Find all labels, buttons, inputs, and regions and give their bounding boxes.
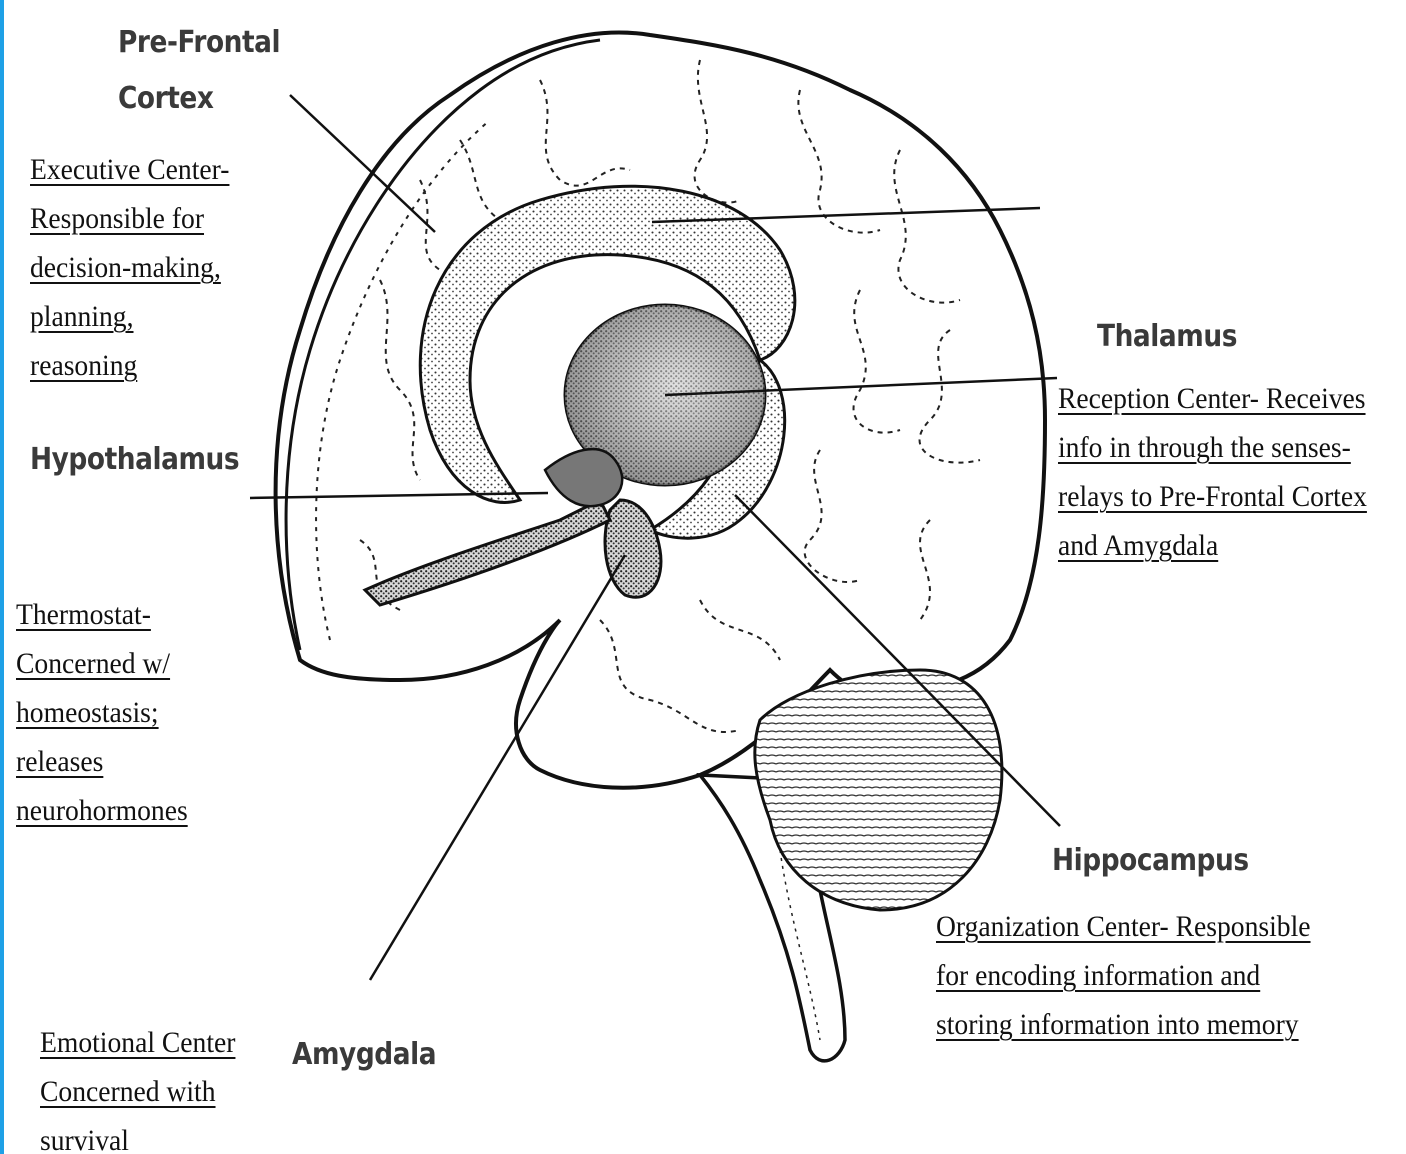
prefrontal-title-line-2: Cortex [118, 84, 213, 114]
amygdala-description: Emotional Center Concerned with survival [40, 1018, 235, 1154]
hypothalamus-desc-line: homeostasis; [16, 688, 188, 737]
prefrontal-title-line-1: Pre-Frontal [118, 28, 280, 58]
thalamus-desc-line: info in through the senses- [1058, 423, 1367, 472]
prefrontal-desc-line: decision-making, [30, 243, 229, 292]
hypothalamus-description: Thermostat- Concerned w/ homeostasis; re… [16, 590, 188, 835]
hypothalamus-desc-line: releases [16, 737, 188, 786]
hippocampus-desc-line: for encoding information and [936, 951, 1311, 1000]
thalamus-title: Thalamus [1097, 322, 1237, 352]
thalamus-desc-line: Reception Center- Receives [1058, 374, 1367, 423]
hypothalamus-title: Hypothalamus [30, 445, 239, 475]
thalamus-description: Reception Center- Receives info in throu… [1058, 374, 1367, 570]
hypothalamus-desc-line: neurohormones [16, 786, 188, 835]
prefrontal-desc-line: Responsible for [30, 194, 229, 243]
amygdala-title: Amygdala [292, 1040, 436, 1070]
hypothalamus-desc-line: Concerned w/ [16, 639, 188, 688]
hippocampus-description: Organization Center- Responsible for enc… [936, 902, 1311, 1049]
hippocampus-title: Hippocampus [1052, 846, 1249, 876]
prefrontal-description: Executive Center- Responsible for decisi… [30, 145, 229, 390]
hypothalamus-desc-line: Thermostat- [16, 590, 188, 639]
thalamus-desc-line: and Amygdala [1058, 521, 1367, 570]
amygdala-desc-line: Emotional Center [40, 1018, 235, 1067]
hippocampus-desc-line: storing information into memory [936, 1000, 1311, 1049]
amygdala-desc-line: Concerned with [40, 1067, 235, 1116]
prefrontal-desc-line: Executive Center- [30, 145, 229, 194]
prefrontal-desc-line: planning, [30, 292, 229, 341]
hippocampus-desc-line: Organization Center- Responsible [936, 902, 1311, 951]
prefrontal-desc-line: reasoning [30, 341, 229, 390]
amygdala-desc-line: survival [40, 1116, 235, 1154]
thalamus-desc-line: relays to Pre-Frontal Cortex [1058, 472, 1367, 521]
